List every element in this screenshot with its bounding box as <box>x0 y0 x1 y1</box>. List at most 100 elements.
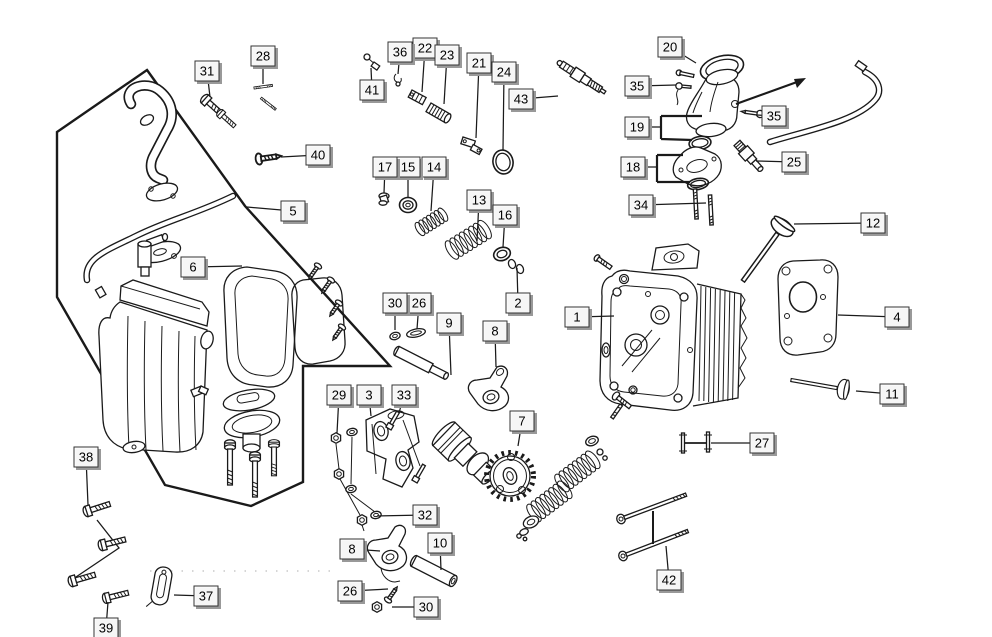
callout-2[interactable]: 2 <box>505 292 531 314</box>
part-lock-plate-26 <box>406 327 426 339</box>
callout-34[interactable]: 34 <box>628 194 654 216</box>
part-tensioner-23 <box>425 102 452 124</box>
part-nuts-washers-chain <box>330 426 383 532</box>
part-rocker-shaft-9 <box>393 345 450 380</box>
cover-bolt-icon <box>248 451 262 498</box>
callout-16[interactable]: 16 <box>492 204 518 226</box>
callout-17[interactable]: 17 <box>372 156 398 178</box>
callout-23[interactable]: 23 <box>434 44 460 66</box>
part-spring-seat-16 <box>492 246 512 262</box>
part-chain-guide-37 <box>145 566 173 607</box>
callout-29[interactable]: 29 <box>326 384 352 406</box>
callout-13[interactable]: 13 <box>466 189 492 211</box>
callout-26[interactable]: 26 <box>406 292 432 314</box>
part-breather-hose <box>83 192 237 299</box>
callout-8[interactable]: 8 <box>482 320 508 342</box>
callout-27[interactable]: 27 <box>749 432 775 454</box>
part-lift-handle <box>123 80 179 202</box>
callout-9[interactable]: 9 <box>436 312 462 334</box>
part-adjuster-screw-26 <box>382 583 402 605</box>
callout-38[interactable]: 38 <box>73 446 99 468</box>
part-tappet-cover <box>190 385 281 498</box>
part-hose-clip <box>94 285 107 299</box>
part-breather-elbow <box>137 232 169 277</box>
leader-line-24 <box>502 71 505 151</box>
callout-35[interactable]: 35 <box>761 105 787 127</box>
part-bolt-39 <box>100 587 131 605</box>
callout-39[interactable]: 39 <box>93 617 119 637</box>
leader-line-12 <box>793 222 874 225</box>
callout-18[interactable]: 18 <box>620 156 646 178</box>
callout-42[interactable]: 42 <box>656 569 682 591</box>
direction-arrow-icon <box>735 78 806 106</box>
part-oring-24 <box>492 149 514 175</box>
callout-10[interactable]: 10 <box>427 532 453 554</box>
callout-22[interactable]: 22 <box>412 37 438 59</box>
part-camshaft <box>431 421 536 502</box>
callout-30[interactable]: 30 <box>413 596 439 618</box>
part-head-gasket <box>777 259 839 356</box>
callout-19[interactable]: 19 <box>624 116 650 138</box>
callout-11[interactable]: 11 <box>879 383 905 405</box>
callout-6[interactable]: 6 <box>180 256 206 278</box>
part-valve-cotters-2 <box>507 258 525 275</box>
callout-1[interactable]: 1 <box>564 306 590 328</box>
callout-7[interactable]: 7 <box>509 410 535 432</box>
callout-33[interactable]: 33 <box>391 384 417 406</box>
part-exhaust-valve <box>788 369 852 401</box>
part-outer-valve-spring-13 <box>442 217 495 262</box>
callout-14[interactable]: 14 <box>421 156 447 178</box>
callout-43[interactable]: 43 <box>508 88 534 110</box>
part-spark-plug <box>556 59 607 95</box>
callout-36[interactable]: 36 <box>387 41 413 63</box>
callout-41[interactable]: 41 <box>359 79 385 101</box>
part-lock-nut-30 <box>371 601 383 613</box>
part-sensor-25 <box>733 139 764 173</box>
callout-5[interactable]: 5 <box>280 200 306 222</box>
callout-3[interactable]: 3 <box>356 384 382 406</box>
callout-28[interactable]: 28 <box>250 45 276 67</box>
bracket-connectors <box>655 114 702 184</box>
callout-31[interactable]: 31 <box>194 60 220 82</box>
part-clip-41 <box>363 53 381 72</box>
part-fuel-hose <box>766 59 883 146</box>
callout-12[interactable]: 12 <box>860 212 886 234</box>
part-intake-manifold-group <box>672 54 765 226</box>
sprocket-teeth <box>484 450 536 502</box>
part-studs-28 <box>253 83 277 111</box>
part-clip-36 <box>393 73 402 87</box>
part-screw-35a <box>675 82 692 90</box>
callout-24[interactable]: 24 <box>491 61 517 83</box>
callout-25[interactable]: 25 <box>781 151 807 173</box>
part-cylinder-head <box>599 243 748 411</box>
part-plate-22 <box>407 89 428 106</box>
cover-screw-icon <box>325 298 345 320</box>
part-rocker-shaft-10 <box>409 554 458 588</box>
part-stud-34 <box>707 194 714 226</box>
callout-30[interactable]: 30 <box>382 292 408 314</box>
callout-26[interactable]: 26 <box>337 580 363 602</box>
callout-4[interactable]: 4 <box>884 306 910 328</box>
callout-21[interactable]: 21 <box>466 52 492 74</box>
part-adjuster-screws-33 <box>385 410 427 484</box>
callout-40[interactable]: 40 <box>305 144 331 166</box>
callout-15[interactable]: 15 <box>395 156 421 178</box>
callout-32[interactable]: 32 <box>412 504 438 526</box>
callout-35[interactable]: 35 <box>624 75 650 97</box>
part-spring-retainer-15 <box>398 196 418 214</box>
part-cover-gasket <box>223 261 348 388</box>
callout-37[interactable]: 37 <box>193 585 219 607</box>
part-rocker-arm-exhaust <box>366 524 408 583</box>
part-valve-spring <box>551 448 604 495</box>
cover-bolt-icon <box>223 439 237 486</box>
subassembly-boundary-outline <box>55 68 393 508</box>
callout-8[interactable]: 8 <box>339 538 365 560</box>
part-bolts-38 <box>66 498 128 589</box>
part-valve-seal-17 <box>378 192 390 206</box>
callout-20[interactable]: 20 <box>657 36 683 58</box>
part-bolts-31 <box>198 92 239 131</box>
cover-bolt-icon <box>267 438 281 477</box>
